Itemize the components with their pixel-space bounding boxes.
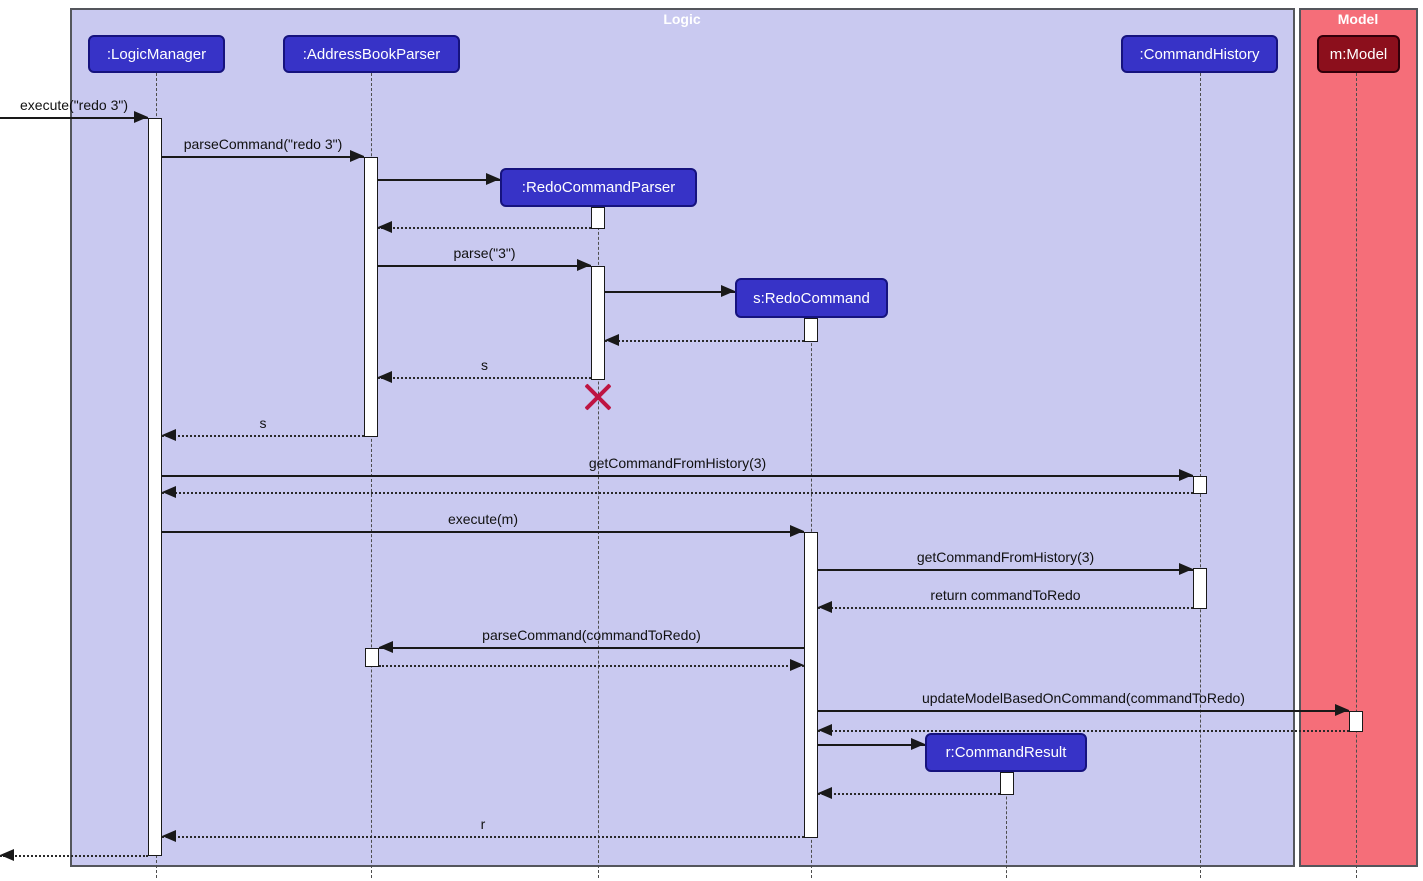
command-history-act-1 <box>1193 476 1207 494</box>
address-book-parser-act <box>364 157 378 437</box>
message-label-14: parseCommand(commandToRedo) <box>482 627 701 643</box>
arrowhead-left-icon-6 <box>605 334 619 346</box>
logic-manager-act <box>148 118 162 856</box>
arrowhead-left-icon-14 <box>379 641 393 653</box>
message-line-10 <box>162 492 1193 494</box>
arrowhead-right-icon-9 <box>1179 469 1193 481</box>
arrowhead-left-icon-10 <box>162 486 176 498</box>
message-line-19 <box>818 793 1000 795</box>
arrowhead-right-icon-15 <box>790 659 804 671</box>
message-label-7: s <box>481 357 488 373</box>
message-label-8: s <box>259 415 267 431</box>
arrowhead-left-icon-3 <box>378 221 392 233</box>
participant-redo-command-parser: :RedoCommandParser <box>500 168 697 207</box>
arrowhead-right-icon-12 <box>1179 563 1193 575</box>
arrowhead-right-icon-5 <box>721 285 735 297</box>
message-line-1 <box>162 156 364 158</box>
arrowhead-right-icon-2 <box>486 173 500 185</box>
arrowhead-left-icon-17 <box>818 724 832 736</box>
message-line-3 <box>378 227 591 229</box>
message-label-13: return commandToRedo <box>930 587 1081 603</box>
message-label-4: parse("3") <box>453 245 516 261</box>
participant-address-book-parser: :AddressBookParser <box>283 35 460 73</box>
arrowhead-left-icon-8 <box>162 429 176 441</box>
message-line-6 <box>605 340 804 342</box>
arrowhead-right-icon-1 <box>350 150 364 162</box>
participant-model-m: m:Model <box>1317 35 1400 73</box>
participant-command-history: :CommandHistory <box>1121 35 1278 73</box>
message-line-20 <box>162 836 804 838</box>
message-line-13 <box>818 607 1193 609</box>
message-line-5 <box>605 291 735 293</box>
message-line-12 <box>818 569 1193 571</box>
redo-command-act-1 <box>804 318 818 342</box>
message-line-2 <box>378 179 500 181</box>
participant-command-result: r:CommandResult <box>925 733 1087 772</box>
arrowhead-left-icon-21 <box>0 849 14 861</box>
participant-logic-manager: :LogicManager <box>88 35 225 73</box>
redo-command-parser-act-2 <box>591 266 605 380</box>
message-label-9: getCommandFromHistory(3) <box>588 455 767 471</box>
arrowhead-left-icon-20 <box>162 830 176 842</box>
model-m-act <box>1349 711 1363 732</box>
frame-model-title: Model <box>1337 11 1379 27</box>
arrowhead-left-icon-13 <box>818 601 832 613</box>
arrowhead-left-icon-7 <box>378 371 392 383</box>
lifeline-command-history <box>1200 73 1201 878</box>
frame-logic-title: Logic <box>663 11 701 27</box>
destroy-x-icon <box>583 382 613 412</box>
message-label-1: parseCommand("redo 3") <box>183 136 343 152</box>
message-line-4 <box>378 265 591 267</box>
address-book-parser-act-2 <box>365 648 379 667</box>
message-label-20: r <box>480 816 486 832</box>
message-line-15 <box>379 665 804 667</box>
message-line-8 <box>162 435 364 437</box>
message-line-9 <box>162 475 1193 477</box>
participant-redo-command: s:RedoCommand <box>735 278 888 318</box>
message-line-0 <box>0 117 148 119</box>
arrowhead-right-icon-0 <box>134 111 148 123</box>
lifeline-command-result <box>1006 772 1007 878</box>
message-label-16: updateModelBasedOnCommand(commandToRedo) <box>922 690 1245 706</box>
message-label-11: execute(m) <box>447 511 519 527</box>
message-line-21 <box>0 855 148 857</box>
command-history-act-2 <box>1193 568 1207 609</box>
lifeline-model-m <box>1356 73 1357 878</box>
redo-command-act-2 <box>804 532 818 838</box>
message-line-16 <box>818 710 1349 712</box>
arrowhead-right-icon-16 <box>1335 704 1349 716</box>
redo-command-parser-act-1 <box>591 207 605 229</box>
message-line-11 <box>162 531 804 533</box>
message-line-7 <box>378 377 591 379</box>
lifeline-redo-command-parser <box>598 207 599 878</box>
frame-logic <box>70 8 1295 867</box>
message-line-17 <box>818 730 1349 732</box>
message-line-14 <box>379 647 804 649</box>
arrowhead-right-icon-4 <box>577 259 591 271</box>
message-line-18 <box>818 744 925 746</box>
message-label-12: getCommandFromHistory(3) <box>916 549 1095 565</box>
arrowhead-right-icon-11 <box>790 525 804 537</box>
frame-model <box>1299 8 1418 867</box>
command-result-act <box>1000 772 1014 795</box>
arrowhead-left-icon-19 <box>818 787 832 799</box>
message-label-0: execute("redo 3") <box>20 97 128 113</box>
arrowhead-right-icon-18 <box>911 738 925 750</box>
